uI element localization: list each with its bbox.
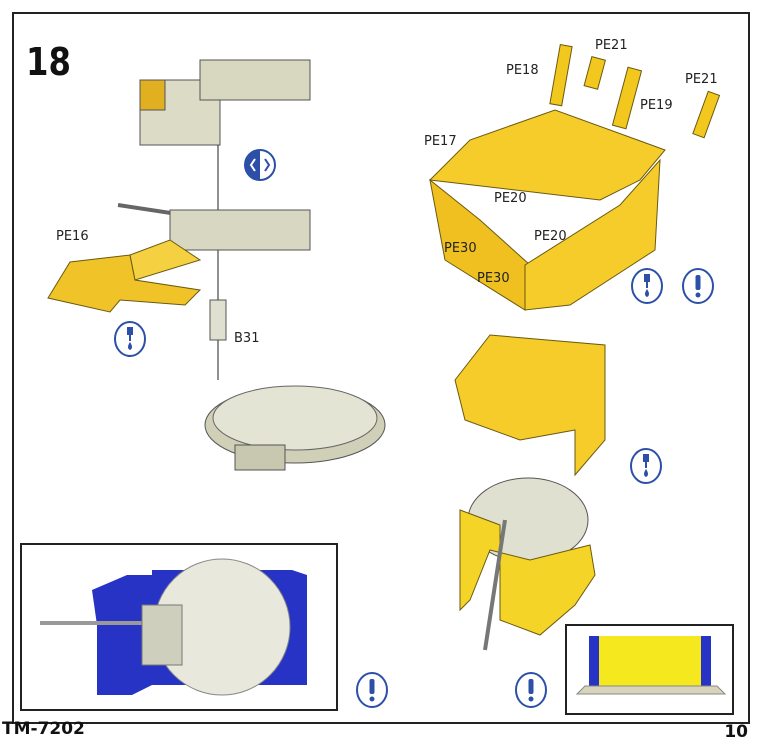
- part-label-pe19: PE19: [640, 98, 673, 113]
- side-view-illustration: [575, 636, 727, 695]
- glue-icon: [114, 321, 146, 357]
- part-label-pe21: PE21: [685, 72, 718, 87]
- product-code: TM-7202: [2, 719, 85, 739]
- part-label-pe21: PE21: [595, 38, 628, 53]
- pe-shield-box-part: [428, 44, 721, 311]
- instruction-frame: [12, 12, 750, 724]
- part-label-pe16: PE16: [56, 229, 89, 244]
- shield-assembly-part: [454, 334, 606, 651]
- part-label-pe20: PE20: [494, 191, 527, 206]
- warning-icon: [682, 268, 714, 304]
- machine-gun-part: [47, 203, 311, 380]
- part-label-pe30: PE30: [444, 241, 477, 256]
- warning-icon: [515, 672, 547, 708]
- warning-icon: [356, 672, 388, 708]
- part-label-pe20: PE20: [534, 229, 567, 244]
- top-view-inset: [20, 543, 338, 711]
- page-number: 10: [724, 722, 748, 742]
- part-label-pe18: PE18: [506, 63, 539, 78]
- side-view-inset: [565, 624, 734, 715]
- step-number: 18: [26, 40, 71, 84]
- cut-icon: [244, 149, 276, 181]
- gun-mount-part: [139, 59, 311, 260]
- glue-icon: [631, 268, 663, 304]
- glue-icon: [630, 448, 662, 484]
- top-view-illustration: [40, 558, 307, 696]
- part-label-pe30: PE30: [477, 271, 510, 286]
- turret-ring-part: [204, 385, 386, 471]
- part-label-b31: B31: [234, 331, 260, 346]
- part-label-pe17: PE17: [424, 134, 457, 149]
